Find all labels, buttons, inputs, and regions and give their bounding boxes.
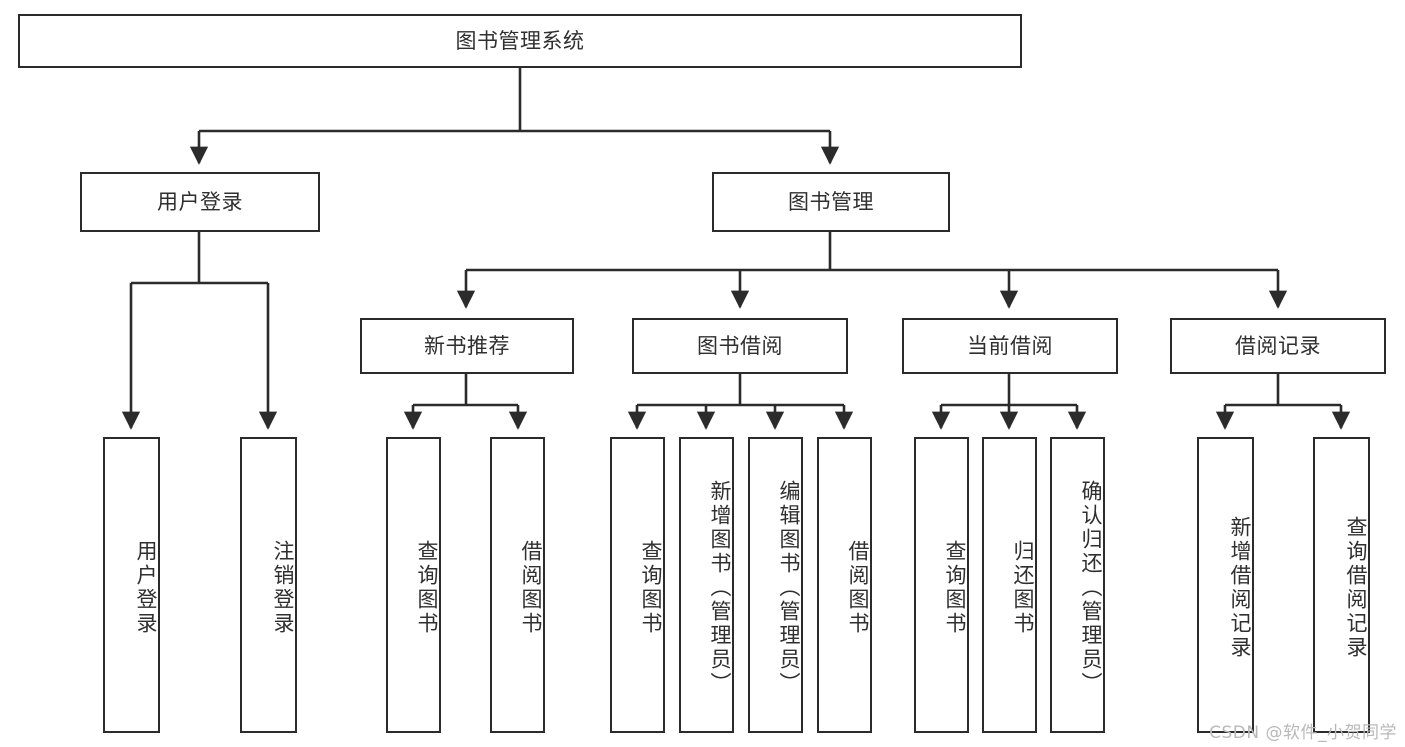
- leaf-borrow-borrow-books-label: 借阅图书: [846, 540, 870, 636]
- leaf-newbook-borrow-books[interactable]: 借阅图书: [490, 437, 545, 733]
- leaf-current-confirm-return-admin-label: 确认归还（管理员）: [1079, 480, 1103, 696]
- leaf-borrow-query-books-label: 查询图书: [639, 540, 663, 636]
- node-new-book-recommend[interactable]: 新书推荐: [360, 318, 574, 374]
- leaf-newbook-borrow-books-label: 借阅图书: [519, 540, 543, 636]
- leaf-borrow-query-books[interactable]: 查询图书: [610, 437, 665, 733]
- leaf-user-login-label: 用户登录: [134, 540, 158, 636]
- node-root[interactable]: 图书管理系统: [18, 14, 1022, 68]
- node-user-login[interactable]: 用户登录: [80, 172, 320, 232]
- node-user-login-label: 用户登录: [157, 189, 243, 214]
- leaf-record-query-borrow-record[interactable]: 查询借阅记录: [1313, 437, 1370, 733]
- node-root-label: 图书管理系统: [455, 28, 585, 53]
- leaf-borrow-add-book-admin[interactable]: 新增图书（管理员）: [679, 437, 734, 733]
- node-current-borrow-label: 当前借阅: [967, 333, 1053, 358]
- watermark: CSDN @软件_小贺同学: [1209, 723, 1397, 743]
- leaf-record-add-borrow-record[interactable]: 新增借阅记录: [1197, 437, 1254, 733]
- leaf-logout-login[interactable]: 注销登录: [240, 437, 297, 733]
- leaf-borrow-edit-book-admin[interactable]: 编辑图书（管理员）: [748, 437, 803, 733]
- node-book-management-label: 图书管理: [788, 189, 874, 214]
- leaf-record-query-borrow-record-label: 查询借阅记录: [1344, 516, 1368, 660]
- node-new-book-recommend-label: 新书推荐: [424, 333, 510, 358]
- leaf-current-confirm-return-admin[interactable]: 确认归还（管理员）: [1050, 437, 1105, 733]
- leaf-record-add-borrow-record-label: 新增借阅记录: [1228, 516, 1252, 660]
- node-borrow-record[interactable]: 借阅记录: [1170, 318, 1386, 374]
- leaf-current-query-books-label: 查询图书: [943, 540, 967, 636]
- node-book-management[interactable]: 图书管理: [712, 172, 950, 232]
- node-current-borrow[interactable]: 当前借阅: [902, 318, 1118, 374]
- leaf-newbook-query-books[interactable]: 查询图书: [386, 437, 441, 733]
- leaf-newbook-query-books-label: 查询图书: [415, 540, 439, 636]
- leaf-borrow-edit-book-admin-label: 编辑图书（管理员）: [777, 480, 801, 696]
- leaf-borrow-add-book-admin-label: 新增图书（管理员）: [708, 480, 732, 696]
- leaf-borrow-borrow-books[interactable]: 借阅图书: [817, 437, 872, 733]
- leaf-current-query-books[interactable]: 查询图书: [914, 437, 969, 733]
- leaf-current-return-books-label: 归还图书: [1011, 540, 1035, 636]
- leaf-current-return-books[interactable]: 归还图书: [982, 437, 1037, 733]
- node-book-borrow-label: 图书借阅: [697, 333, 783, 358]
- leaf-user-login[interactable]: 用户登录: [103, 437, 160, 733]
- leaf-logout-login-label: 注销登录: [271, 540, 295, 636]
- node-borrow-record-label: 借阅记录: [1235, 333, 1321, 358]
- node-book-borrow[interactable]: 图书借阅: [632, 318, 848, 374]
